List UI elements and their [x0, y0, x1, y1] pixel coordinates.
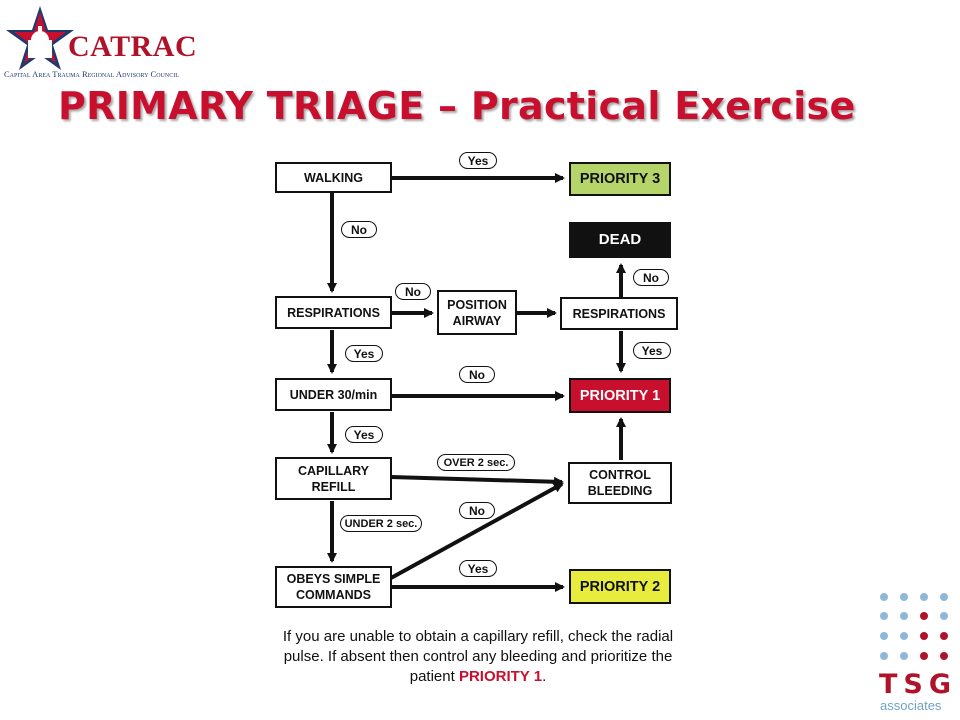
edge-obeys-control	[390, 482, 564, 580]
label-dead-no: No	[633, 269, 669, 286]
capitol-star-icon	[6, 6, 74, 70]
page-title: PRIMARY TRIAGE – Practical Exercise	[58, 84, 856, 128]
label-under30-no: No	[459, 366, 495, 383]
node-respirations-left: RESPIRATIONS	[275, 296, 392, 329]
capillary-refill-note: If you are unable to obtain a capillary …	[268, 627, 688, 687]
label-walking-yes: Yes	[459, 152, 497, 169]
tsg-name: TSG	[879, 669, 958, 700]
label-under30-yes: Yes	[345, 426, 383, 443]
node-dead: DEAD	[569, 222, 671, 258]
edge-capillary-control	[390, 475, 564, 487]
tsg-dot-pattern-icon	[880, 593, 948, 660]
note-text: If you are unable to obtain a capillary …	[282, 628, 674, 685]
node-priority3: PRIORITY 3	[569, 162, 671, 196]
node-capillary-refill: CAPILLARY REFILL	[275, 457, 392, 500]
node-under30: UNDER 30/min	[275, 378, 392, 411]
node-priority2: PRIORITY 2	[569, 569, 671, 604]
node-walking: WALKING	[275, 162, 392, 193]
node-position-airway: POSITION AIRWAY	[437, 290, 517, 335]
node-priority1: PRIORITY 1	[569, 378, 671, 413]
label-respirations-yes: Yes	[345, 345, 383, 362]
logo-subtitle: Capital Area Trauma Regional Advisory Co…	[4, 69, 179, 79]
label-respirations-no: No	[395, 283, 431, 300]
catrac-logo	[6, 4, 196, 84]
logo-name: CATRAC	[68, 30, 198, 63]
node-respirations-right: RESPIRATIONS	[560, 297, 678, 330]
label-walking-no: No	[341, 221, 377, 238]
label-obeys-no: No	[459, 502, 495, 519]
node-control-bleeding: CONTROL BLEEDING	[568, 462, 672, 504]
note-end: .	[542, 668, 547, 685]
node-obeys-commands: OBEYS SIMPLE COMMANDS	[275, 566, 392, 608]
label-right-yes: Yes	[633, 342, 671, 359]
label-under-2-sec: UNDER 2 sec.	[340, 515, 422, 532]
label-obeys-yes: Yes	[459, 560, 497, 577]
label-over-2-sec: OVER 2 sec.	[437, 454, 515, 471]
tsg-subtitle: associates	[880, 698, 942, 713]
note-highlight: PRIORITY 1	[458, 668, 543, 685]
